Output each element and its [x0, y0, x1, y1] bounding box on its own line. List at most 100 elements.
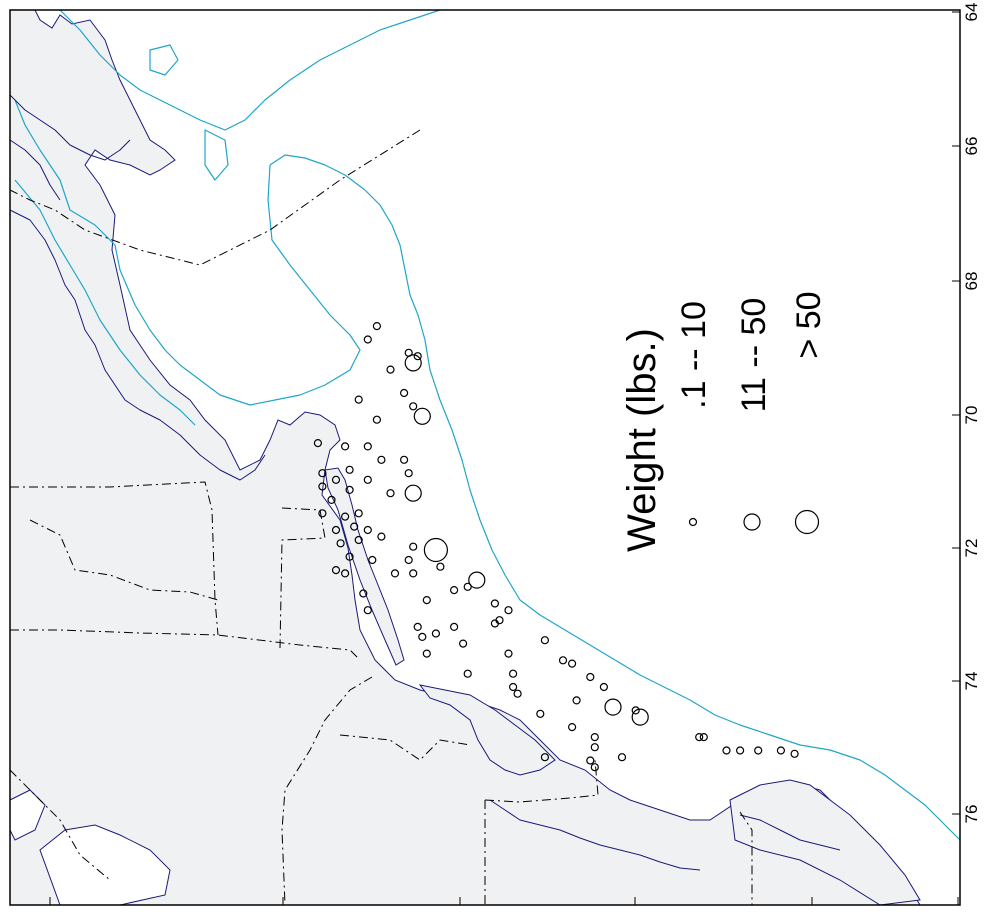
observation-marker: [790, 749, 799, 758]
observation-marker: [540, 636, 550, 645]
observation-marker: [350, 522, 359, 531]
legend-marker-large: [794, 509, 820, 535]
maine-coast: [9, 209, 266, 481]
observation-marker: [590, 732, 599, 742]
contour-island-1: [149, 44, 179, 76]
shelf-break-contour: [269, 154, 961, 841]
observation-marker: [377, 532, 386, 541]
observation-marker: [404, 469, 413, 478]
observation-marker: [450, 622, 459, 632]
observation-marker: [504, 649, 513, 658]
observation-marker: [377, 455, 386, 464]
observation-marker: [490, 619, 499, 628]
border-state-5: [281, 676, 373, 906]
right-tick-label: 72: [962, 539, 981, 558]
legend-row-3-label: > 50: [790, 291, 828, 358]
observation-marker: [368, 555, 377, 565]
legend-marker-small: [688, 517, 698, 527]
observation-marker: [354, 395, 363, 404]
observation-marker: [359, 589, 368, 598]
observation-marker: [413, 407, 431, 425]
observation-marker: [586, 756, 595, 765]
observation-marker: [586, 672, 595, 682]
observation-marker: [699, 732, 708, 742]
observation-markers: [313, 322, 799, 772]
observation-marker: [413, 352, 422, 361]
observation-marker: [513, 689, 522, 698]
observation-marker: [590, 763, 599, 772]
depth-contours: [14, 9, 961, 841]
observation-marker: [490, 599, 499, 608]
observation-marker: [413, 622, 422, 632]
observation-marker: [599, 682, 609, 692]
observation-marker: [404, 484, 422, 502]
observation-marker: [504, 606, 513, 615]
observation-marker: [331, 475, 341, 484]
observation-marker: [400, 388, 409, 398]
observation-marker: [363, 606, 372, 615]
observation-marker: [508, 682, 518, 692]
right-tick-label: 66: [962, 137, 981, 156]
observation-marker: [354, 535, 363, 545]
observation-marker: [631, 708, 649, 726]
right-tick-label: 70: [962, 406, 981, 425]
observation-marker: [409, 542, 418, 551]
observation-marker: [468, 571, 486, 589]
legend-row-1-label: .1 -- 10: [675, 301, 713, 409]
observation-marker: [363, 442, 372, 451]
observation-marker: [404, 555, 413, 565]
land-outer-banks: [729, 779, 921, 906]
observation-marker: [331, 525, 341, 535]
observation-marker: [363, 335, 372, 344]
observation-marker: [363, 475, 372, 484]
observation-marker: [604, 698, 622, 716]
observation-marker: [345, 485, 354, 494]
observation-marker: [372, 322, 381, 331]
observation-marker: [341, 512, 350, 521]
border-state-4: [279, 507, 326, 649]
observation-marker: [341, 442, 350, 451]
observation-marker: [422, 595, 431, 605]
carolina-sound-coast: [739, 814, 841, 851]
observation-marker: [735, 746, 745, 755]
observation-marker: [313, 439, 322, 448]
observation-marker: [354, 509, 363, 518]
georges-bank-contour: [14, 99, 361, 406]
border-state-3: [29, 519, 219, 601]
observation-marker: [423, 537, 448, 563]
nearshore-contour: [14, 179, 196, 426]
observation-marker: [409, 569, 418, 578]
observation-marker: [390, 569, 400, 578]
border-state-6: [339, 734, 471, 761]
observation-marker: [776, 746, 786, 755]
observation-marker: [508, 669, 518, 678]
border-state-10: [9, 769, 111, 881]
observation-marker: [722, 746, 731, 755]
right-tick-label: 74: [962, 672, 981, 691]
right-tick-label: 68: [962, 272, 981, 291]
observation-marker: [617, 753, 627, 762]
border-state-9: [739, 811, 753, 905]
legend-row-2-label: 11 -- 50: [735, 298, 773, 413]
observation-marker: [754, 746, 763, 755]
coastline-detail: [9, 94, 841, 871]
observation-marker: [386, 489, 395, 498]
observation-marker: [386, 365, 395, 374]
chesapeake-coast: [489, 799, 701, 871]
right-axis: 64 66 68 70 72 74 76: [952, 3, 981, 823]
observation-marker: [422, 649, 431, 658]
land-long-island: [324, 467, 405, 666]
legend-title: Weight (lbs.): [620, 328, 664, 552]
observation-marker: [459, 639, 468, 648]
white-inland-water: [9, 789, 171, 906]
land-layer: [9, 9, 921, 906]
observation-marker: [558, 656, 568, 665]
observation-marker: [540, 753, 550, 762]
plot-frame: [9, 9, 961, 906]
right-tick-label: 64: [962, 3, 981, 22]
observation-marker: [341, 569, 350, 578]
observation-marker: [463, 582, 472, 591]
land-new-england: [9, 9, 921, 906]
observation-marker: [327, 495, 336, 504]
